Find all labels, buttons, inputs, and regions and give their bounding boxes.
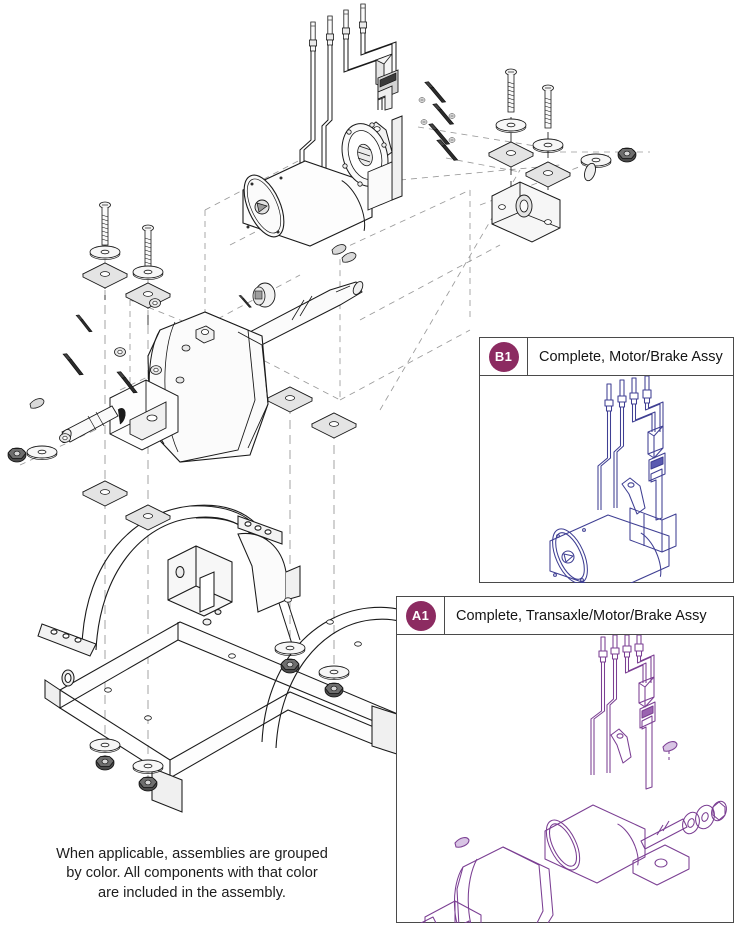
brake-housing <box>109 379 179 451</box>
motor-assembly <box>242 115 403 263</box>
panel-a1-drawing <box>419 635 727 923</box>
harness-plug <box>377 69 399 111</box>
panel-b1-header: B1 Complete, Motor/Brake Assy <box>480 338 733 376</box>
panel-b1-title: Complete, Motor/Brake Assy <box>539 348 723 365</box>
caption-line-1: When applicable, assemblies are grouped <box>56 846 328 862</box>
pillow-block-bearing <box>491 181 561 243</box>
badge-b1: B1 <box>488 341 519 372</box>
badge-a1: A1 <box>405 600 436 631</box>
panel-a1-title: Complete, Transaxle/Motor/Brake Assy <box>456 607 707 624</box>
panel-a1-header: A1 Complete, Transaxle/Motor/Brake Assy <box>397 597 733 635</box>
caption-line-2: by color. All components with that color <box>66 865 318 882</box>
wire-harness <box>299 3 399 175</box>
color-grouping-caption: When applicable, assemblies are grouped … <box>22 845 362 903</box>
callout-panel-b1[interactable]: B1 Complete, Motor/Brake Assy <box>479 337 734 583</box>
chassis-frame <box>37 504 439 813</box>
panel-b1-badge-cell: B1 <box>480 338 528 375</box>
right-hardware <box>418 68 637 243</box>
panel-b1-drawing <box>549 376 677 583</box>
axle-bushing <box>252 282 276 308</box>
panel-a1-body <box>397 635 733 923</box>
caption-line-3: are included in the assembly. <box>98 884 286 901</box>
panel-b1-body <box>480 376 733 583</box>
callout-panel-a1[interactable]: A1 Complete, Transaxle/Motor/Brake Assy <box>396 596 734 923</box>
panel-a1-badge-cell: A1 <box>397 597 445 634</box>
motor-shaft-end <box>254 199 270 215</box>
